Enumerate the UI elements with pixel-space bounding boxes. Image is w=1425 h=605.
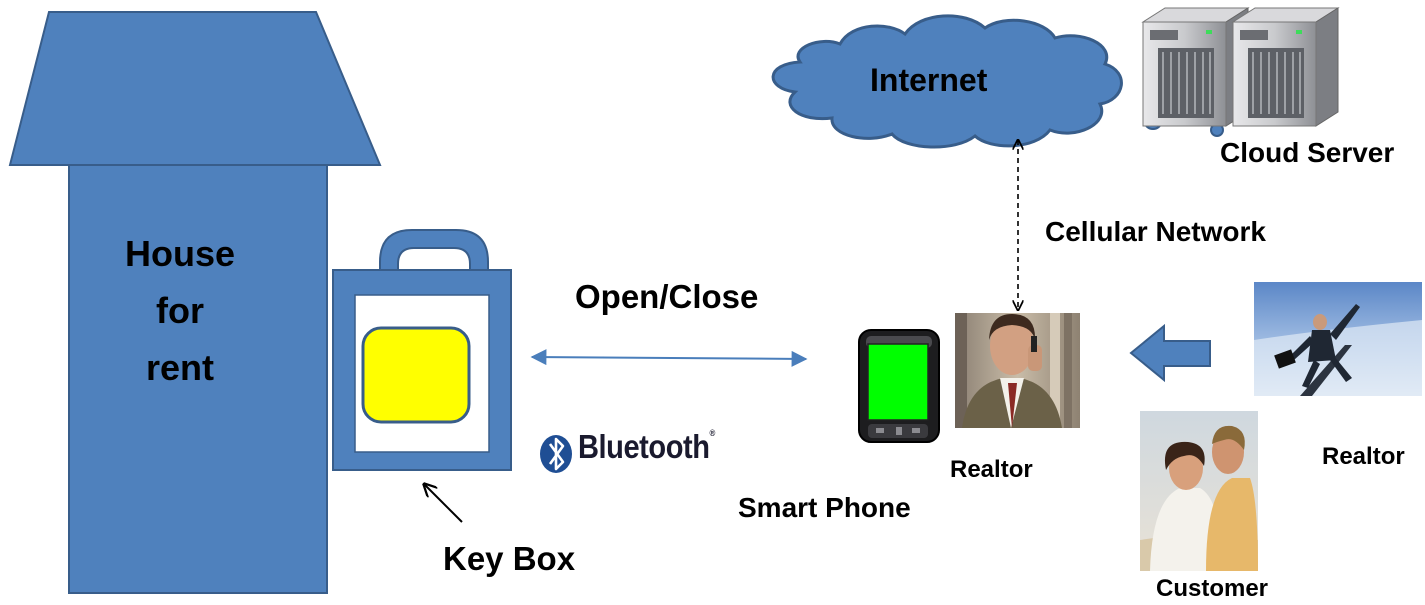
house-body	[68, 164, 328, 594]
server-right	[1231, 7, 1340, 127]
handoff-arrow-icon	[1129, 323, 1211, 383]
bluetooth-logo-icon	[540, 435, 572, 473]
bluetooth-label: Bluetooth®	[578, 428, 715, 466]
open-close-label: Open/Close	[575, 278, 759, 315]
house-label-line3: rent	[145, 347, 214, 388]
realtor-center-label: Realtor	[950, 456, 1033, 483]
key-box-pointer-arrow	[424, 484, 463, 523]
internet-label: Internet	[870, 62, 988, 98]
key-box-handle	[379, 229, 489, 273]
realtor-photo-right	[1254, 282, 1422, 396]
open-close-arrow	[530, 349, 808, 367]
cellular-network-label: Cellular Network	[1045, 216, 1266, 247]
house-label-line1: House	[124, 233, 236, 274]
key-box-label: Key Box	[443, 540, 576, 577]
cloud-server-label: Cloud Server	[1220, 137, 1395, 168]
house-label: House for rent	[95, 225, 265, 396]
keypad	[361, 326, 471, 424]
customer-label: Customer	[1156, 575, 1269, 602]
server-icon	[1141, 7, 1340, 127]
realtor-photo-center	[955, 313, 1080, 428]
house-roof	[8, 11, 382, 166]
house-label-line2: for	[156, 290, 204, 331]
phone-screen	[867, 343, 929, 421]
key-box	[332, 229, 512, 471]
smartphone-icon	[858, 329, 940, 443]
bluetooth-registered-mark: ®	[709, 428, 716, 438]
house	[8, 11, 382, 594]
server-left	[1141, 7, 1250, 127]
smart-phone-label: Smart Phone	[738, 492, 911, 523]
customer-photo	[1140, 411, 1258, 571]
realtor-right-label: Realtor	[1322, 443, 1405, 470]
bluetooth-wordmark: Bluetooth	[578, 428, 710, 465]
